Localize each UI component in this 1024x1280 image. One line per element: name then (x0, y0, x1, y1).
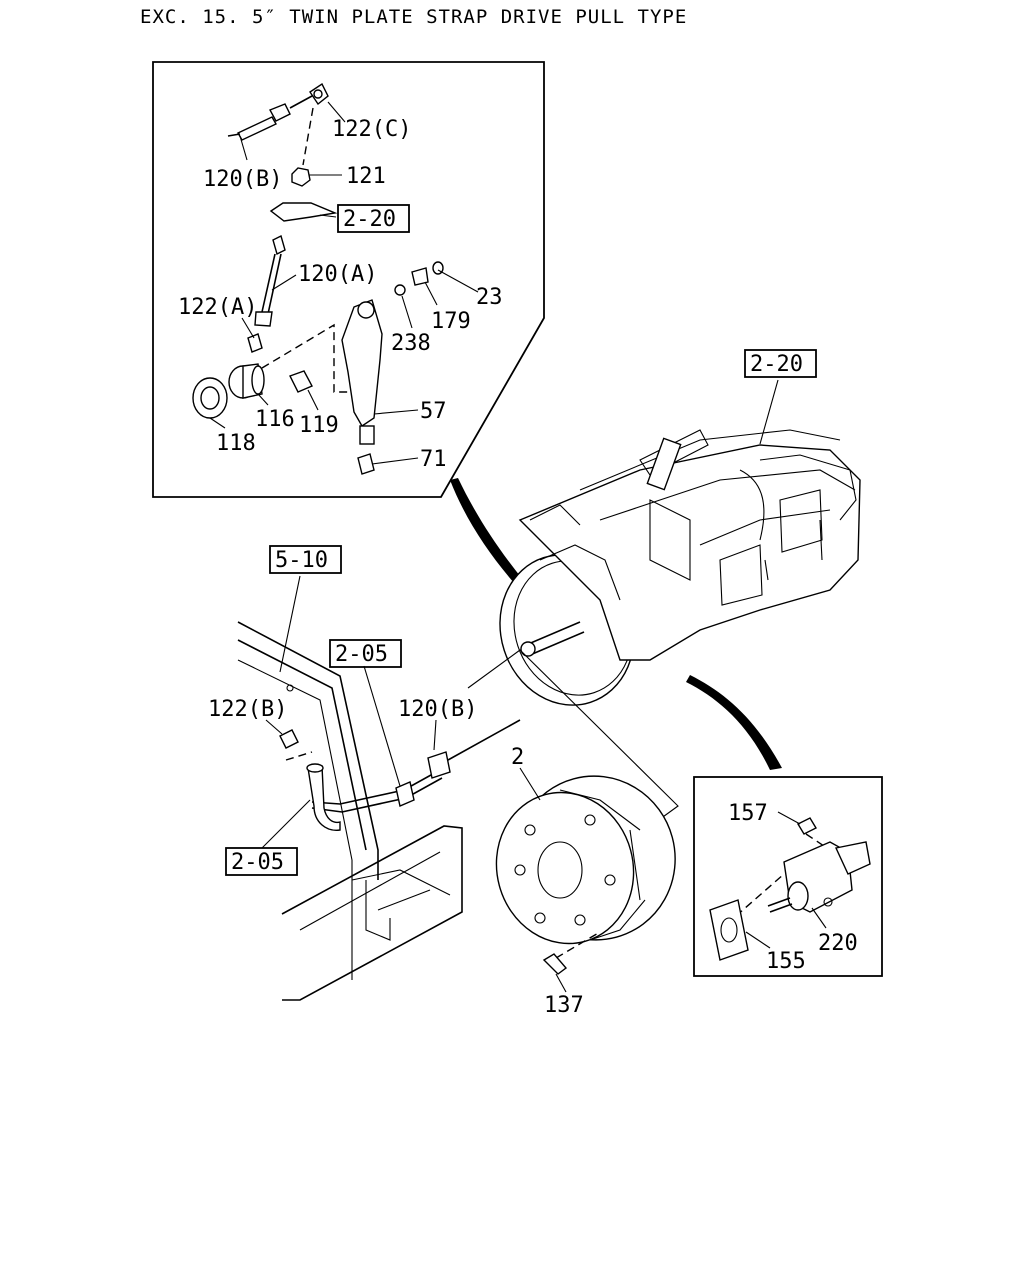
leader-5-10 (279, 575, 301, 673)
leader-2 (519, 767, 541, 801)
hose-2-05 (306, 763, 341, 831)
label-137: 137 (544, 993, 584, 1018)
leader-120b (433, 719, 437, 751)
label-120b: 120(B) (398, 697, 477, 722)
label-179: 179 (431, 309, 471, 334)
bolt-137 (542, 953, 568, 975)
inset-frame-clutch-booster (693, 776, 883, 977)
leader-122b (265, 719, 283, 735)
ref-2-20-inset: 2-20 (343, 207, 396, 232)
label-119: 119 (299, 413, 339, 438)
label-23: 23 (476, 285, 503, 310)
assembly-line (735, 873, 785, 917)
label-220: 220 (818, 931, 858, 956)
assembly-line (302, 107, 314, 166)
ref-2-05-lower: 2-05 (231, 850, 284, 875)
label-122c: 122(C) (332, 117, 411, 142)
pointer-arrow-lower (686, 675, 782, 770)
ref-box-2-05-upper (329, 639, 402, 668)
diagram-title: EXC. 15. 5″ TWIN PLATE STRAP DRIVE PULL … (140, 6, 687, 28)
elbow-122c (309, 82, 329, 106)
hose-120a (254, 234, 286, 327)
ref-box-2-05-lower (225, 847, 298, 876)
clutch-pipe (311, 719, 521, 813)
label-122a: 122(A) (178, 295, 257, 320)
assembly-line (805, 833, 831, 851)
elbow-122b (279, 729, 299, 749)
leader-2-20 (759, 379, 779, 445)
label-116: 116 (255, 407, 295, 432)
leader-137 (555, 973, 567, 993)
clutch-cover-2 (495, 775, 676, 945)
bolt-157 (797, 817, 817, 835)
pointer-arrow-upper (450, 478, 540, 604)
label-157: 157 (728, 801, 768, 826)
label-122b: 122(B) (208, 697, 287, 722)
hose-120b-inset (227, 95, 313, 141)
clip-119 (289, 370, 313, 393)
label-155: 155 (766, 949, 806, 974)
label-57: 57 (420, 399, 447, 424)
label-118: 118 (216, 431, 256, 456)
ref-box-2-20-inset (337, 204, 410, 233)
gasket-155 (709, 899, 749, 961)
leader-2-05-upper (363, 665, 401, 787)
assembly-line (555, 931, 601, 959)
release-fork-57 (341, 299, 383, 445)
ref-box-5-10 (269, 545, 342, 574)
label-121: 121 (346, 164, 386, 189)
ref-2-05-upper: 2-05 (335, 642, 388, 667)
release-sleeve-116 (228, 363, 265, 399)
leader-157 (777, 811, 801, 825)
assembly-line (261, 323, 348, 393)
bracket (269, 202, 338, 222)
assembly-line (285, 751, 313, 761)
ref-5-10: 5-10 (275, 548, 328, 573)
leader-220 (811, 907, 827, 929)
inset-frame-clutch-release (152, 61, 545, 498)
bolt-71 (357, 453, 375, 475)
label-71: 71 (420, 447, 447, 472)
leader-2-05-lower (261, 799, 311, 849)
ref-2-20-transmission: 2-20 (750, 352, 803, 377)
release-bearing-118 (192, 377, 228, 419)
leader-155 (745, 931, 771, 949)
nut-121 (291, 167, 311, 187)
label-120a: 120(A) (298, 262, 377, 287)
label-238: 238 (391, 331, 431, 356)
bolt-179 (411, 267, 429, 286)
valve-220 (767, 841, 871, 913)
transmission-assembly (499, 429, 861, 706)
pin-238 (394, 284, 406, 296)
frame-member (237, 621, 463, 1001)
fitting-122a (247, 333, 263, 353)
ref-box-2-20-transmission (744, 349, 817, 378)
label-120b-inset: 120(B) (203, 167, 282, 192)
label-2: 2 (511, 745, 524, 770)
